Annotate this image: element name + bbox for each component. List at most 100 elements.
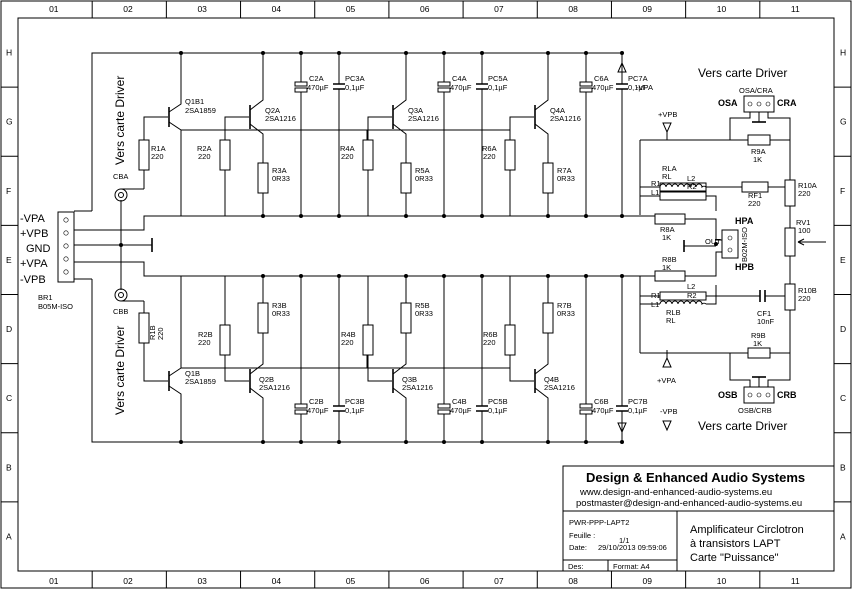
r1a-ref: R1A xyxy=(151,144,166,153)
rf1-val: 220 xyxy=(748,199,761,208)
q4b-ref: Q4B xyxy=(544,375,559,384)
r9b-ref: R9B xyxy=(751,331,766,340)
wire xyxy=(392,387,407,442)
c2b-ref: C2B xyxy=(309,397,324,406)
grid-row-right: A xyxy=(840,531,846,541)
r4a-val: 220 xyxy=(341,152,354,161)
capacitor-plate xyxy=(579,87,593,93)
q1b-ref: Q1B xyxy=(185,369,200,378)
rla-ref: RLA xyxy=(662,164,677,173)
grid-col-bottom: 02 xyxy=(123,576,133,586)
wire xyxy=(366,355,511,369)
grid-row-right: F xyxy=(840,186,845,196)
r8a-val: 1K xyxy=(662,233,671,242)
des-label: Des: xyxy=(568,562,583,571)
capacitor-pc3a xyxy=(333,83,345,90)
junction xyxy=(404,51,408,55)
net-label-3: GND xyxy=(26,243,51,255)
wire xyxy=(509,116,534,140)
resistor-r8b xyxy=(654,270,686,282)
capacitor-plate xyxy=(579,409,593,415)
sheet-value: 1/1 xyxy=(619,536,629,545)
junction xyxy=(261,274,265,278)
q4a-ref: Q4A xyxy=(550,106,565,115)
out-hpb: HPB xyxy=(735,262,755,272)
company-url: www.design-and-enhanced-audio-systems.eu xyxy=(579,487,772,498)
date-label: Date: xyxy=(569,543,587,552)
junction xyxy=(337,214,341,218)
junction xyxy=(546,274,550,278)
osa-ref: OSA/CRA xyxy=(739,86,773,95)
grid-col-top: 06 xyxy=(420,4,430,14)
connector-type: B05M-ISO xyxy=(38,302,73,311)
r6a-ref: R6A xyxy=(482,144,497,153)
rlb-pin-r1: R1 xyxy=(651,291,661,300)
grid-col-bottom: 10 xyxy=(717,576,727,586)
resistor-r7b xyxy=(542,302,554,334)
rlb-pin-r2: R2 xyxy=(687,291,697,300)
r6b-ref: R6B xyxy=(483,330,498,339)
crb-label: CRB xyxy=(777,390,797,400)
capacitor-pc7b xyxy=(616,405,628,412)
resistor-r4b xyxy=(362,324,374,356)
grid-col-bottom: 03 xyxy=(197,576,207,586)
cf1-val: 10nF xyxy=(757,317,775,326)
c4b-val: 470µF xyxy=(450,406,472,415)
junction xyxy=(584,274,588,278)
format-label: Format: A4 xyxy=(613,562,650,571)
resistor-r5b xyxy=(400,302,412,334)
grid-row-right: B xyxy=(840,462,846,472)
out-hpa: HPA xyxy=(735,216,754,226)
r1b-ref: R1B xyxy=(148,325,157,340)
grid-col-top: 05 xyxy=(346,4,356,14)
wire xyxy=(367,116,392,140)
junction xyxy=(480,214,484,218)
rlb-ref: RLB xyxy=(666,308,681,317)
grid-col-bottom: 08 xyxy=(568,576,578,586)
grid-row-left: B xyxy=(6,462,12,472)
rv1-val: 100 xyxy=(798,226,811,235)
c4a-val: 470µF xyxy=(450,83,472,92)
pc7a-val: 0,1µF xyxy=(628,83,648,92)
r4b-ref: R4B xyxy=(341,330,356,339)
q4b-val: 2SA1216 xyxy=(544,383,575,392)
coax-cbb: CBB xyxy=(113,307,128,316)
rla-block xyxy=(659,182,707,201)
junction xyxy=(546,440,550,444)
capacitor-c6b xyxy=(579,403,593,409)
junction xyxy=(261,51,265,55)
grid-col-top: 04 xyxy=(272,4,282,14)
grid-col-top: 09 xyxy=(643,4,653,14)
resistor-r9a xyxy=(747,134,771,146)
c4a-ref: C4A xyxy=(452,74,467,83)
title-line-2: à transistors LAPT xyxy=(690,538,781,550)
grid-row-left: A xyxy=(6,531,12,541)
capacitor-c4b xyxy=(437,403,451,409)
grid-row-left: E xyxy=(6,255,12,265)
r9a-ref: R9A xyxy=(751,147,766,156)
resistor-r4a xyxy=(362,139,374,171)
c6b-val: 470µF xyxy=(592,406,614,415)
coax-cba: CBA xyxy=(113,172,128,181)
r5b-ref: R5B xyxy=(415,301,430,310)
r6b-val: 220 xyxy=(483,338,496,347)
resistor-r3a xyxy=(257,162,269,194)
junction xyxy=(480,440,484,444)
r10a-val: 220 xyxy=(798,189,811,198)
capacitor-pc5b xyxy=(476,405,488,412)
date-value: 29/10/2013 09:59:06 xyxy=(598,543,667,552)
resistor-r7a xyxy=(542,162,554,194)
wire xyxy=(366,129,511,140)
connector-br1 xyxy=(57,211,75,283)
q2a-ref: Q2A xyxy=(265,106,280,115)
driver-label-right-bottom: Vers carte Driver xyxy=(698,419,787,433)
grid-col-top: 10 xyxy=(717,4,727,14)
potentiometer-rv1 xyxy=(784,227,796,257)
q2b-val: 2SA1216 xyxy=(259,383,290,392)
q3b-ref: Q3B xyxy=(402,375,417,384)
capacitor-c2b xyxy=(294,403,308,409)
grid-col-bottom: 06 xyxy=(420,576,430,586)
junction xyxy=(546,51,550,55)
wire xyxy=(534,53,549,111)
junction xyxy=(584,51,588,55)
